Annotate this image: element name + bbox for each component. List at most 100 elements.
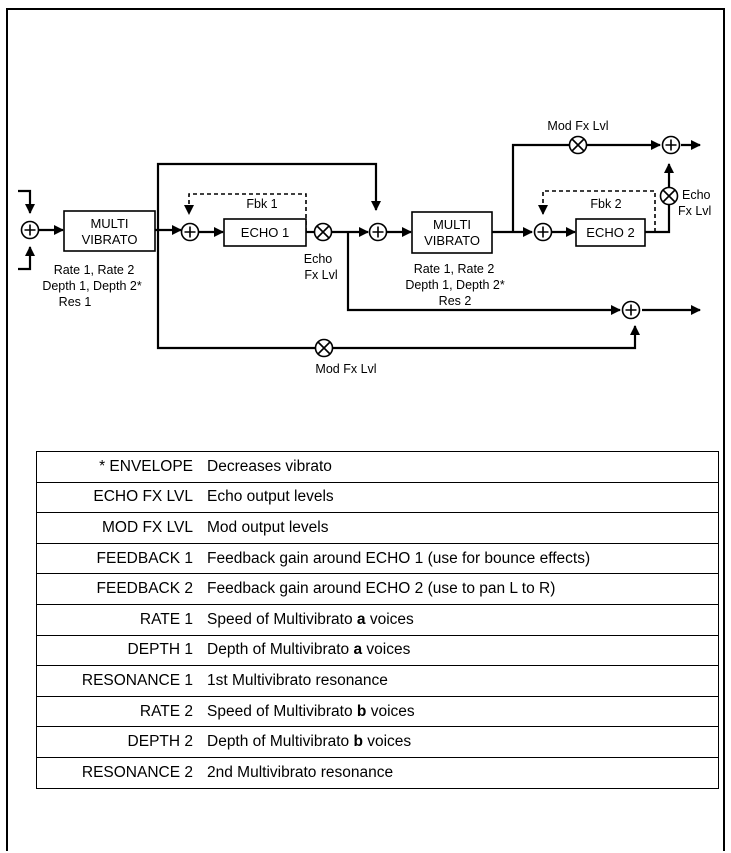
legend-row: RATE 2 Speed of Multivibrato b voices [36, 696, 719, 728]
mult-mod-upper [568, 135, 588, 155]
mod-fx-lower-wire [156, 230, 316, 350]
legend-description-text: Speed of Multivibrato [207, 610, 357, 628]
legend-description-text: Speed of Multivibrato [207, 702, 357, 720]
mult-echo-2 [659, 186, 679, 206]
echo-2-label: ECHO 2 [586, 225, 634, 240]
legend-description: 1st Multivibrato resonance [193, 665, 719, 697]
multipliers [313, 135, 679, 358]
legend-row: * ENVELOPE Decreases vibrato [36, 451, 719, 483]
input-bottom-wire [18, 246, 35, 271]
legend-row: FEEDBACK 2 Feedback gain around ECHO 2 (u… [36, 573, 719, 605]
mult-echo-1 [313, 222, 333, 242]
legend-description: Mod output levels [193, 512, 719, 544]
legend-row: FEEDBACK 1 Feedback gain around ECHO 1 (u… [36, 543, 719, 575]
echo-fx-lvl-2-line2: Fx Lvl [678, 204, 711, 218]
mod-fx-upper-wire [511, 143, 570, 232]
legend-description-text: Feedback gain around ECHO 1 (use for bou… [207, 549, 591, 567]
page-frame [6, 8, 725, 851]
fbk-1-label: Fbk 1 [246, 197, 277, 211]
legend-term: RESONANCE 1 [36, 665, 193, 697]
sum-6 [661, 135, 681, 155]
legend-term: FEEDBACK 1 [36, 543, 193, 575]
params-1-line1: Rate 1, Rate 2 [54, 263, 135, 277]
mod-fx-lvl-top-label: Mod Fx Lvl [547, 119, 608, 133]
legend-description-text: 2nd Multivibrato resonance [207, 763, 394, 781]
legend-term: DEPTH 2 [36, 726, 193, 758]
legend-term: RESONANCE 2 [81, 763, 193, 781]
legend-term: RATE 1 [36, 604, 193, 636]
legend-term: DEPTH 1 [36, 635, 193, 667]
input-top-wire [18, 189, 35, 214]
signal-flow-diagram: MULTI VIBRATO ECHO 1 MULTI VIBRATO ECHO … [18, 119, 711, 376]
echo-fx-lvl-1-line2: Fx Lvl [304, 268, 337, 282]
echo-1-block [223, 218, 307, 247]
sum-2 [180, 222, 200, 242]
legend-description-text: Mod output levels [207, 518, 329, 536]
legend-row: ECHO FX LVL Echo output levels [36, 482, 719, 514]
legend-description-bold: b [356, 702, 367, 720]
legend-description-text: voices [365, 610, 414, 628]
legend-description-text: Depth of Multivibrato [207, 733, 354, 751]
sum-3 [368, 222, 388, 242]
legend-description-text: voices [362, 733, 412, 751]
mod-fx-lower-wire-2 [332, 325, 640, 350]
wire-echo2-mult [645, 204, 671, 234]
params-2-line3: Res 2 [439, 294, 472, 308]
echo-dry-wire [346, 232, 621, 315]
fbk-2-label: Fbk 2 [590, 197, 621, 211]
mod-fx-lvl-bottom-label: Mod Fx Lvl [315, 362, 376, 376]
legend-row: MOD FX LVL Mod output levels [36, 512, 719, 544]
legend-description-text: Echo output levels [207, 488, 334, 506]
legend-description: Echo output levels [193, 482, 719, 514]
sum-5 [533, 222, 553, 242]
legend-description-text: voices [366, 702, 415, 720]
mv2-label-line2: VIBRATO [424, 233, 480, 248]
sum-4 [621, 300, 641, 320]
legend-description-text: voices [362, 641, 411, 659]
feedback-1-wire [184, 193, 307, 232]
params-1-line2: Depth 1, Depth 2* [42, 279, 142, 293]
legend-description: Depth of Multivibrato b voices [193, 726, 719, 758]
params-1-line3: Res 1 [59, 295, 92, 309]
legend-term: RATE 2 [36, 696, 193, 728]
feedback-2-wire [538, 190, 656, 232]
params-2-line2: Depth 1, Depth 2* [405, 278, 505, 292]
legend-description-bold: b [353, 733, 363, 751]
legend-row: RESONANCE 1 1st Multivibrato resonance [36, 665, 719, 697]
legend-term: * ENVELOPE [36, 451, 193, 483]
params-2-line1: Rate 1, Rate 2 [414, 262, 495, 276]
bypass-wire [156, 162, 381, 230]
legend-description-bold: a [356, 610, 366, 628]
echo-2-block [575, 218, 646, 247]
legend-description-text: Depth of Multivibrato [207, 641, 354, 659]
sum-1 [20, 220, 40, 240]
legend-description-text: Feedback gain around ECHO 2 (use to pan … [207, 580, 556, 598]
legend-description-text: 1st Multivibrato resonance [207, 671, 388, 689]
echo-1-label: ECHO 1 [241, 225, 289, 240]
mult-mod-lower [314, 338, 334, 358]
legend-description: Decreases vibrato [193, 451, 719, 483]
mv1-label-line1: MULTI [90, 216, 128, 231]
legend-description-bold: a [353, 641, 363, 659]
legend-term: MOD FX LVL [36, 512, 193, 544]
legend-description: Speed of Multivibrato a voices [193, 604, 719, 636]
legend-term: ECHO FX LVL [36, 482, 193, 514]
legend-description: Depth of Multivibrato a voices [193, 635, 719, 667]
legend-row: RESONANCE 2 2nd Multivibrato resonance [37, 757, 719, 788]
echo-fx-lvl-2-line1: Echo [682, 188, 711, 202]
legend-term: FEEDBACK 2 [36, 573, 193, 605]
multi-vibrato-1-block [63, 210, 156, 252]
legend-description: 2nd Multivibrato resonance [193, 757, 719, 788]
mv1-label-line2: VIBRATO [82, 232, 138, 247]
legend-description: Feedback gain around ECHO 1 (use for bou… [193, 543, 719, 575]
summing-junctions [20, 135, 681, 320]
mv2-label-line1: MULTI [433, 217, 471, 232]
legend-description: Feedback gain around ECHO 2 (use to pan … [193, 573, 719, 605]
legend-description-text: Decreases vibrato [207, 457, 332, 475]
multi-vibrato-2-block [411, 211, 493, 254]
